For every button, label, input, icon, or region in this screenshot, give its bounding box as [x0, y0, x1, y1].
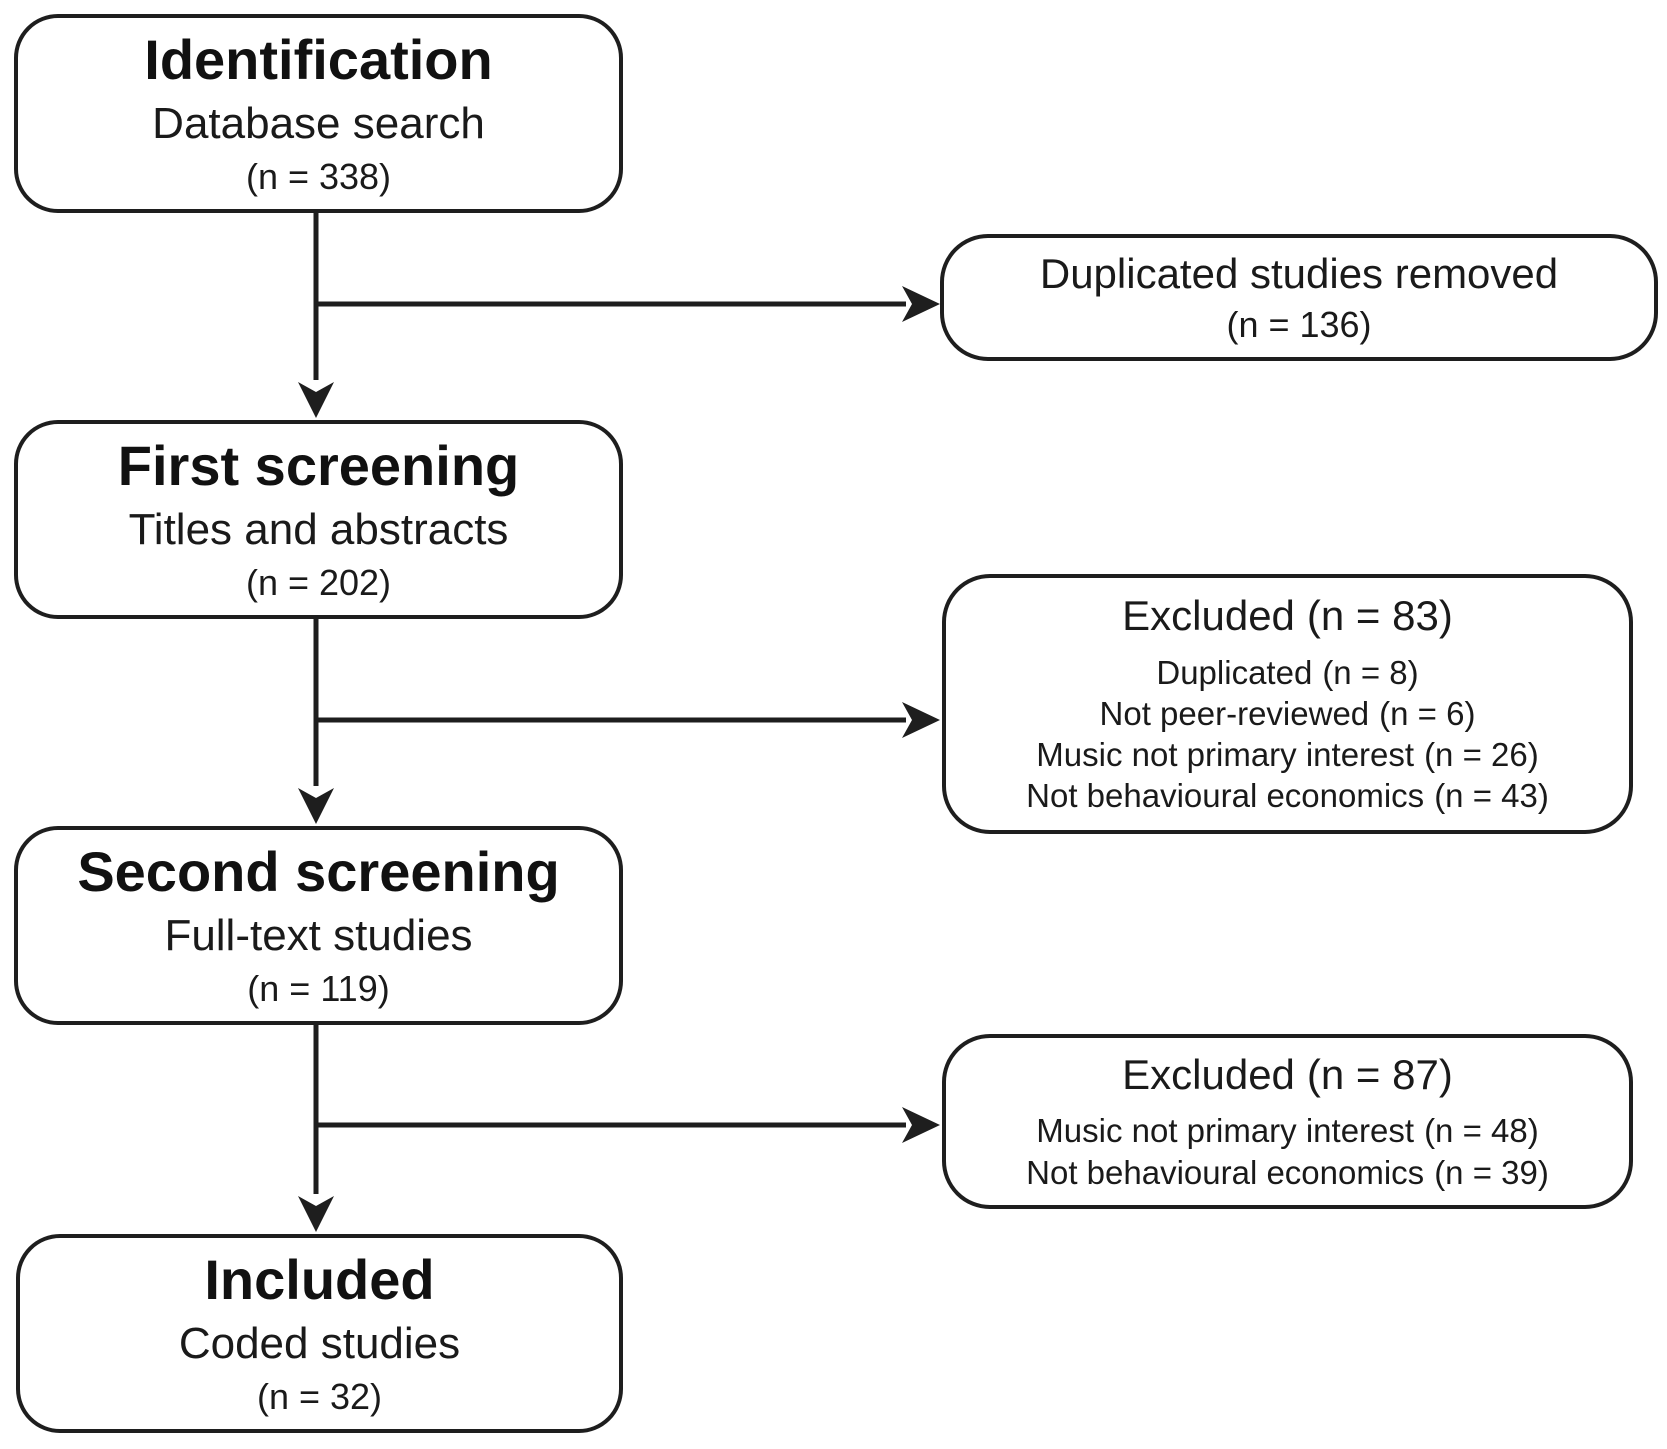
excluded-count: (n = 83): [1306, 592, 1453, 640]
stage-description: Full-text studies: [164, 911, 473, 961]
reason-label: Music not primary interest: [1036, 1112, 1415, 1150]
excluded-heading: Excluded(n = 87): [1122, 1050, 1453, 1100]
reason-label: Duplicated: [1156, 653, 1313, 691]
identification-box: Identification Database search (n = 338): [14, 14, 623, 213]
second-screening-box: Second screening Full-text studies (n = …: [14, 826, 623, 1025]
reason-count: (n = 48): [1424, 1112, 1539, 1150]
excluded-title: Excluded: [1122, 592, 1295, 640]
stage-description: Titles and abstracts: [128, 505, 509, 555]
reason-label: Not peer-reviewed: [1099, 694, 1370, 732]
stage-title: Second screening: [77, 839, 560, 903]
side-arrow-2: [316, 702, 940, 738]
reason-count: (n = 26): [1424, 736, 1539, 774]
exclusion-reason: Music not primary interest(n = 48): [1036, 1110, 1538, 1151]
reason-count: (n = 39): [1434, 1153, 1549, 1191]
stage-title: Included: [204, 1247, 435, 1311]
reason-label: Not behavioural economics: [1026, 1153, 1425, 1191]
included-box: Included Coded studies (n = 32): [16, 1234, 623, 1433]
stage-title: First screening: [117, 433, 520, 497]
down-arrow-2: [298, 619, 334, 824]
stage-description: Database search: [152, 99, 485, 149]
excluded-first-box: Excluded(n = 83) Duplicated(n = 8) Not p…: [942, 574, 1633, 834]
stage-count: (n = 338): [245, 156, 392, 198]
exclusion-reason: Not peer-reviewed(n = 6): [1100, 693, 1476, 734]
excluded-count: (n = 87): [1306, 1051, 1453, 1099]
arrowhead-icon: [298, 382, 334, 418]
removed-title: Duplicated studies removed: [1039, 249, 1559, 297]
reason-label: Music not primary interest: [1036, 736, 1415, 774]
first-screening-box: First screening Titles and abstracts (n …: [14, 420, 623, 619]
arrowhead-icon: [902, 702, 940, 738]
down-arrow-3: [298, 1025, 334, 1232]
arrowhead-icon: [902, 286, 940, 322]
excluded-heading: Excluded(n = 83): [1122, 591, 1453, 641]
stage-title: Identification: [144, 27, 493, 91]
excluded-title: Excluded: [1122, 1051, 1295, 1099]
reason-count: (n = 43): [1434, 777, 1549, 815]
duplicates-removed-box: Duplicated studies removed (n = 136): [940, 234, 1658, 361]
reason-count: (n = 6): [1379, 694, 1476, 732]
stage-count: (n = 119): [247, 968, 390, 1010]
removed-count: (n = 136): [1226, 304, 1372, 346]
exclusion-reason: Not behavioural economics(n = 43): [1026, 775, 1549, 816]
exclusion-reason: Duplicated(n = 8): [1156, 652, 1418, 693]
arrowhead-icon: [902, 1107, 940, 1143]
arrowhead-icon: [298, 788, 334, 824]
side-arrow-1: [316, 286, 940, 322]
down-arrow-1: [298, 213, 334, 418]
reason-count: (n = 8): [1322, 653, 1419, 691]
stage-description: Coded studies: [178, 1319, 461, 1369]
stage-count: (n = 32): [256, 1376, 383, 1418]
side-arrow-3: [316, 1107, 940, 1143]
arrowhead-icon: [298, 1196, 334, 1232]
exclusion-reason: Music not primary interest(n = 26): [1036, 734, 1538, 775]
excluded-second-box: Excluded(n = 87) Music not primary inter…: [942, 1034, 1633, 1209]
stage-count: (n = 202): [245, 562, 392, 604]
reason-label: Not behavioural economics: [1026, 777, 1425, 815]
exclusion-reason: Not behavioural economics(n = 39): [1026, 1152, 1549, 1193]
